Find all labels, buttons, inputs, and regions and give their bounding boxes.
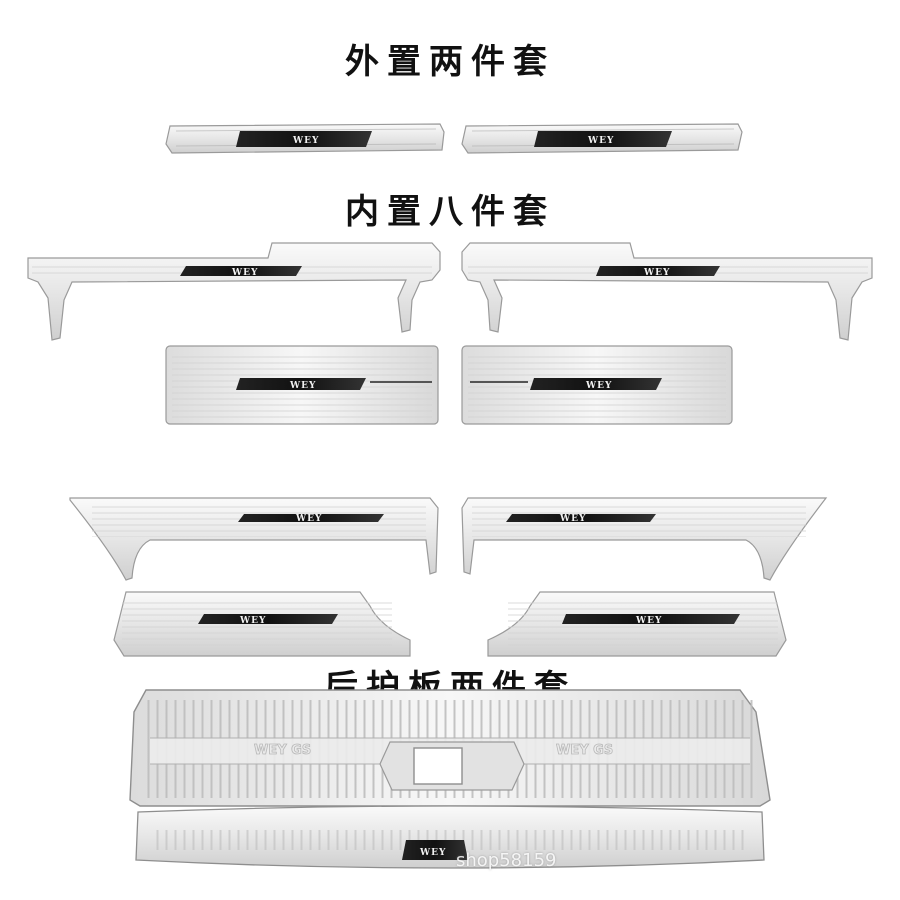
- badge-text: WEY: [289, 381, 316, 391]
- interior-set-title: 内置八件套: [345, 192, 555, 232]
- badge-text: WEY: [587, 136, 614, 146]
- watermark: shop58159: [456, 850, 557, 871]
- interior-trim-left: WEY: [69, 497, 439, 581]
- interior-sill-rear-left: WEY: [165, 345, 439, 425]
- exterior-sill-right: WEY: [461, 123, 743, 154]
- interior-sill-front-right: WEY: [461, 242, 873, 341]
- badge-text: WEY: [239, 616, 266, 626]
- rear-bumper-guard-outer: WEY GS WEY GS: [129, 689, 771, 807]
- model-emboss-left: WEY GS: [254, 743, 311, 758]
- badge-text: WEY: [292, 136, 319, 146]
- exterior-sill-left: WEY: [165, 123, 445, 154]
- exterior-set-title: 外置两件套: [345, 42, 555, 82]
- interior-sill-rear-right: WEY: [461, 345, 733, 425]
- badge-text: WEY: [295, 514, 322, 524]
- interior-step-left: WEY: [113, 591, 411, 657]
- model-emboss-right: WEY GS: [556, 743, 613, 758]
- interior-sill-front-left: WEY: [27, 242, 441, 341]
- badge-text: WEY: [585, 381, 612, 391]
- badge-text: WEY: [635, 616, 662, 626]
- interior-step-right: WEY: [487, 591, 787, 657]
- interior-trim-right: WEY: [461, 497, 828, 581]
- badge-text: WEY: [231, 268, 258, 278]
- badge-text: WEY: [559, 514, 586, 524]
- badge-text: WEY: [419, 848, 446, 858]
- badge-text: WEY: [643, 268, 670, 278]
- rear-bumper-guard-inner: WEY: [135, 805, 765, 869]
